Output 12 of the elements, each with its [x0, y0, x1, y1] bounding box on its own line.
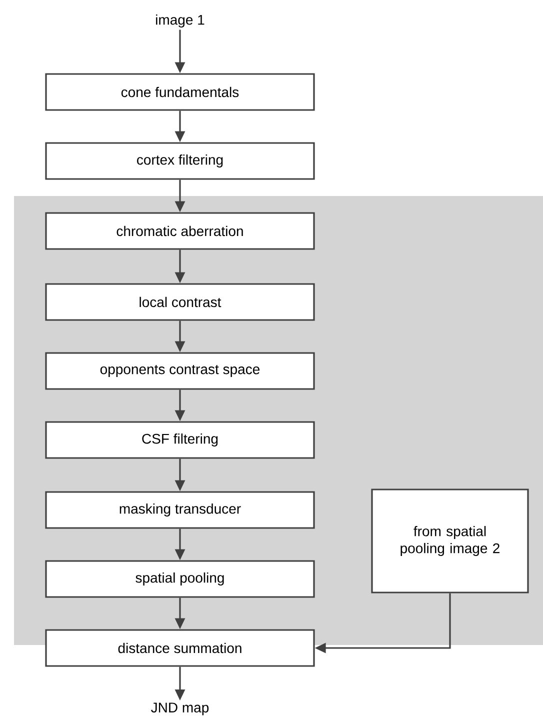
label-text: image 1	[156, 14, 204, 28]
process-box: CSF filtering	[45, 421, 315, 459]
label-text: JND map	[151, 702, 209, 716]
process-box: cortex filtering	[45, 142, 315, 180]
process-box: chromatic aberration	[45, 212, 315, 250]
process-box: spatial pooling	[45, 560, 315, 598]
process-box: local contrast	[45, 283, 315, 321]
input-box: from spatial pooling image 2	[371, 488, 529, 594]
process-box: cone fundamentals	[45, 73, 315, 111]
process-box: masking transducer	[45, 491, 315, 529]
process-box: distance summation	[45, 629, 315, 667]
process-box: opponents contrast space	[45, 352, 315, 390]
